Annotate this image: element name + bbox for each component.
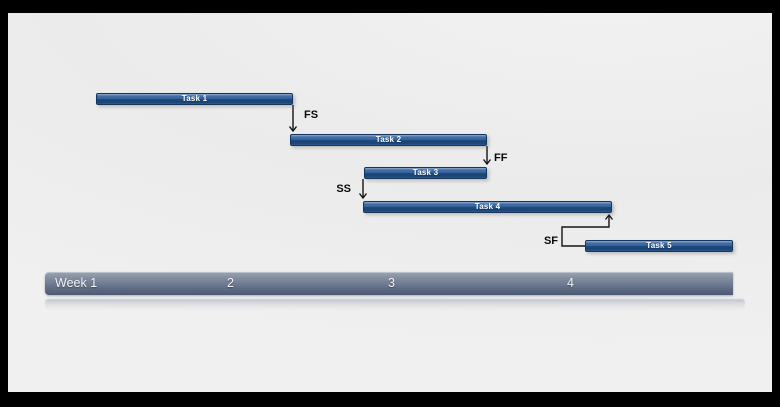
task-bar-5: Task 5 (585, 240, 733, 252)
task-bar-5-label: Task 5 (646, 241, 672, 250)
task-bar-1: Task 1 (96, 93, 293, 105)
gantt-chart-canvas: Task 1 Task 2 Task 3 Task 4 Task 5 FS FF… (8, 13, 772, 392)
ss-dependency-label: SS (336, 183, 351, 195)
week-label-2: 2 (227, 276, 234, 290)
week-label-1: Week 1 (55, 276, 98, 290)
task-bar-4-label: Task 4 (474, 202, 501, 211)
fs-dependency-label: FS (304, 109, 319, 121)
task-bar-4: Task 4 (363, 201, 612, 213)
ff-dependency-label: FF (494, 152, 508, 164)
week-axis-reflection (45, 299, 745, 310)
task-bar-1-label: Task 1 (181, 94, 208, 103)
task-bar-3: Task 3 (364, 167, 487, 179)
task-bar-2: Task 2 (290, 134, 487, 146)
task-bar-3-label: Task 3 (412, 168, 439, 177)
week-label-4: 4 (567, 276, 574, 290)
week-axis-arrow-tip (733, 272, 748, 295)
sf-dependency-label: SF (543, 235, 558, 247)
week-axis-bar: Week 1 2 3 4 (45, 272, 733, 295)
task-bar-2-label: Task 2 (375, 135, 402, 144)
week-label-3: 3 (388, 276, 395, 290)
